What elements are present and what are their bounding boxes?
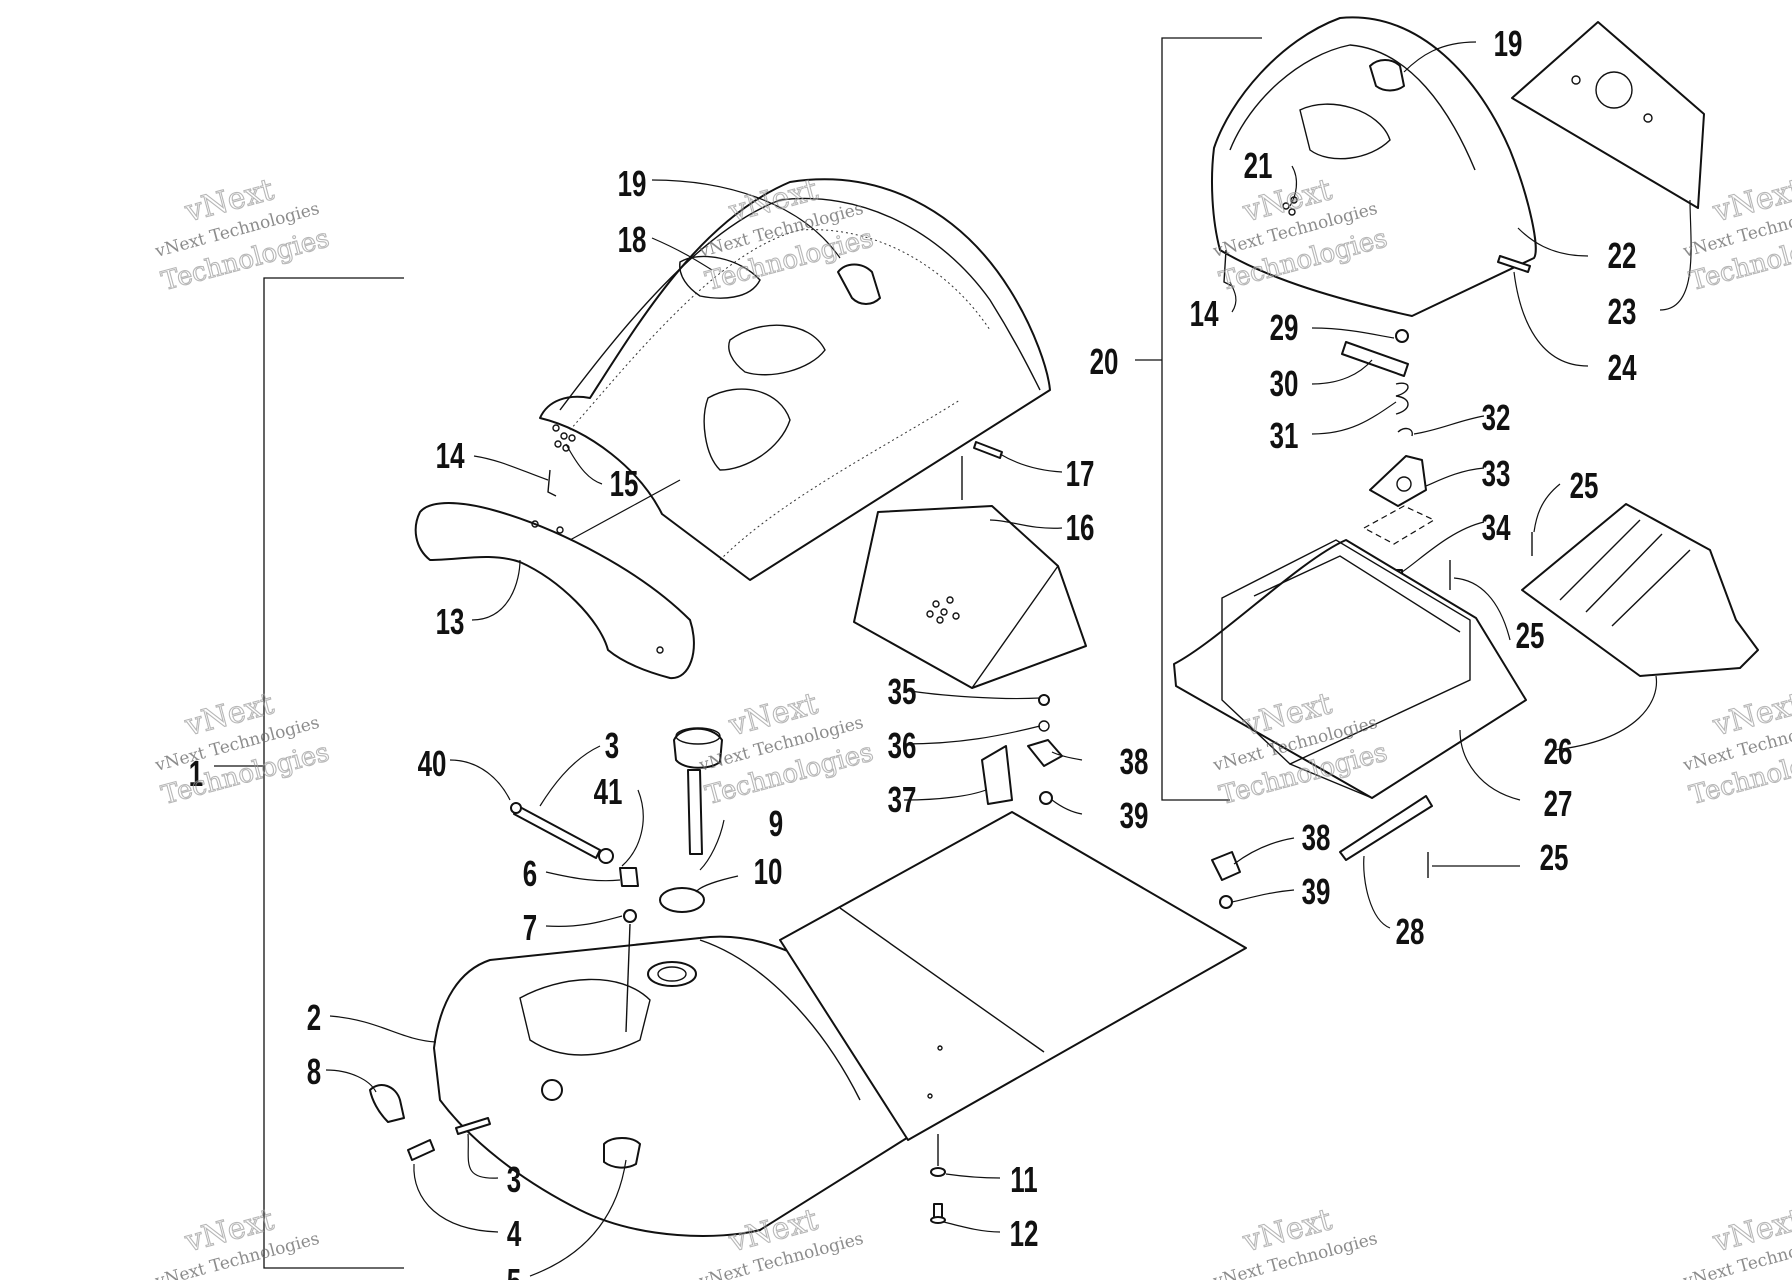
callout-30: 30 bbox=[1270, 364, 1299, 404]
callout-38a: 38 bbox=[1120, 742, 1149, 782]
callout-8: 8 bbox=[307, 1052, 321, 1092]
drain-tube-3 bbox=[455, 1117, 491, 1135]
callout-22: 22 bbox=[1608, 236, 1637, 276]
callout-35: 35 bbox=[888, 672, 917, 712]
callout-29: 29 bbox=[1270, 308, 1299, 348]
callout-12: 12 bbox=[1010, 1214, 1039, 1254]
callout-3a: 3 bbox=[605, 726, 619, 766]
callout-3b: 3 bbox=[507, 1160, 521, 1200]
tank-floor-plate bbox=[779, 811, 1247, 1141]
callout-40: 40 bbox=[418, 744, 447, 784]
callout-37: 37 bbox=[888, 780, 917, 820]
callout-16: 16 bbox=[1066, 508, 1095, 548]
side-panel-26 bbox=[1521, 503, 1759, 677]
callout-18: 18 bbox=[618, 220, 647, 260]
callout-41: 41 bbox=[594, 772, 623, 812]
callout-34: 34 bbox=[1482, 508, 1511, 548]
callout-5: 5 bbox=[507, 1262, 521, 1280]
rear-tray-27 bbox=[1173, 539, 1527, 799]
fasteners-11-12 bbox=[930, 1134, 946, 1224]
assembly-bracket-1 bbox=[214, 277, 404, 1269]
callout-14a: 14 bbox=[436, 436, 465, 476]
callout-25b: 25 bbox=[1516, 616, 1545, 656]
seat-leader-13 bbox=[569, 479, 681, 541]
callout-4: 4 bbox=[507, 1214, 522, 1254]
callout-33: 33 bbox=[1482, 454, 1511, 494]
callout-9: 9 bbox=[769, 804, 783, 844]
foam-block-16 bbox=[853, 505, 1087, 689]
rod-24 bbox=[1497, 255, 1531, 273]
callout-28: 28 bbox=[1396, 912, 1425, 952]
callout-27: 27 bbox=[1544, 784, 1573, 824]
callout-6: 6 bbox=[523, 854, 537, 894]
callout-14b: 14 bbox=[1190, 294, 1219, 334]
watermark-5: vNext vNext Technologies Technologies bbox=[152, 686, 333, 812]
vent-hose-3 bbox=[510, 802, 639, 1033]
callout-11: 11 bbox=[1010, 1160, 1037, 1200]
watermark-11: vNext vNext Technologies bbox=[1210, 1202, 1379, 1280]
strip-28 bbox=[1339, 795, 1433, 861]
callout-labels: 1 2 3 3 4 5 6 7 8 9 10 11 12 13 14 14 15… bbox=[189, 24, 1637, 1280]
callout-39b: 39 bbox=[1302, 872, 1331, 912]
callout-38b: 38 bbox=[1302, 818, 1331, 858]
callout-19a: 19 bbox=[618, 164, 647, 204]
callout-17: 17 bbox=[1066, 454, 1095, 494]
callout-20: 20 bbox=[1090, 342, 1119, 382]
watermark-1: vNext vNext Technologies Technologies bbox=[152, 172, 333, 298]
callout-2: 2 bbox=[307, 998, 321, 1038]
tank-strap-8 bbox=[369, 1084, 405, 1123]
callout-15: 15 bbox=[610, 464, 639, 504]
callout-13: 13 bbox=[436, 602, 465, 642]
callout-10: 10 bbox=[754, 852, 783, 892]
callout-31: 31 bbox=[1270, 416, 1299, 456]
seat-latch-clip-14 bbox=[547, 469, 557, 497]
callout-21: 21 bbox=[1244, 146, 1273, 186]
assembly-bracket-20 bbox=[1135, 37, 1262, 801]
clip-14-rear bbox=[1223, 249, 1233, 287]
o-ring-10 bbox=[659, 887, 705, 913]
callout-1: 1 bbox=[189, 754, 203, 794]
fuel-cap-9 bbox=[673, 727, 723, 855]
callout-24: 24 bbox=[1608, 348, 1637, 388]
drain-fitting-4 bbox=[407, 1139, 435, 1161]
callout-19b: 19 bbox=[1494, 24, 1523, 64]
callout-25c: 25 bbox=[1540, 838, 1569, 878]
callout-26: 26 bbox=[1544, 732, 1573, 772]
mount-hardware bbox=[981, 694, 1241, 909]
backrest-pad-23 bbox=[1511, 21, 1705, 209]
callout-25a: 25 bbox=[1570, 466, 1599, 506]
callout-23: 23 bbox=[1608, 292, 1637, 332]
callout-36: 36 bbox=[888, 726, 917, 766]
pin-17 bbox=[961, 441, 1003, 500]
callout-39a: 39 bbox=[1120, 796, 1149, 836]
leader-lines bbox=[325, 41, 1692, 1277]
rear-backrest-22 bbox=[1211, 16, 1537, 317]
watermark-8: vNext vNext Technologies Technologies bbox=[1680, 686, 1792, 812]
seat-front-bracket bbox=[414, 502, 695, 680]
watermark-12: vNext vNext Technologies bbox=[1680, 1202, 1792, 1280]
pins-25 bbox=[1427, 532, 1533, 878]
callout-32: 32 bbox=[1482, 398, 1511, 438]
seat-cushion bbox=[539, 178, 1051, 581]
watermark-9: vNext vNext Technologies bbox=[152, 1202, 321, 1280]
seat-mesh-15 bbox=[552, 424, 576, 452]
callout-7: 7 bbox=[523, 908, 537, 948]
